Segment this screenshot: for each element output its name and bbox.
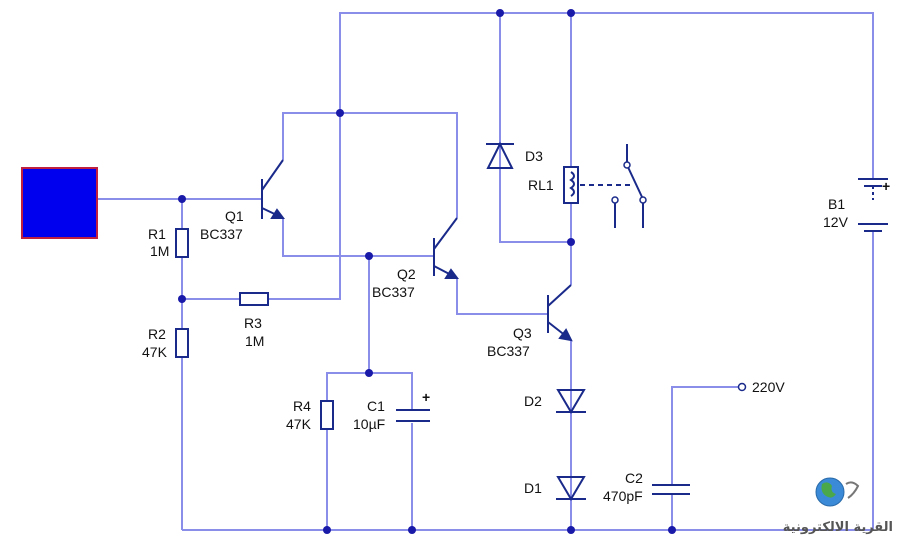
junction: [365, 369, 373, 377]
junction: [178, 295, 186, 303]
label-b1-name: B1: [828, 196, 845, 212]
battery-b1: [858, 178, 888, 232]
label-q1-part: BC337: [200, 226, 243, 242]
transistor-q1: [261, 159, 285, 219]
label-rl1-name: RL1: [528, 177, 554, 193]
input-sensor-block: [21, 167, 98, 239]
wire-q1-collector: [282, 112, 458, 218]
wire-q1-emitter: [282, 218, 434, 257]
junction: [668, 526, 676, 534]
label-q2-part: BC337: [372, 284, 415, 300]
label-r4-value: 47K: [286, 416, 312, 432]
label-c1-value: 10µF: [353, 416, 385, 432]
junction: [323, 526, 331, 534]
label-d2-name: D2: [524, 393, 542, 409]
resistor-r4: [320, 400, 334, 430]
label-r2-name: R2: [148, 326, 166, 342]
label-c2-name: C2: [625, 470, 643, 486]
wire-mains: [671, 386, 740, 484]
junction: [567, 238, 575, 246]
junction: [496, 9, 504, 17]
wire-r3-right: [268, 113, 341, 300]
label-q1-name: Q1: [225, 208, 244, 224]
diode-d3: [486, 141, 514, 169]
diode-d2: [556, 389, 586, 414]
label-c1-polarity: +: [422, 389, 430, 405]
watermark-logo: القرية الالكترونية: [783, 477, 893, 535]
label-q3-part: BC337: [487, 343, 530, 359]
resistor-r1: [175, 228, 189, 258]
junction: [567, 9, 575, 17]
label-b1-polarity: +: [882, 178, 890, 194]
diode-d1: [556, 476, 586, 501]
resistor-r3: [239, 292, 269, 306]
transistor-q2: [433, 217, 459, 279]
relay-rl1: [563, 144, 647, 228]
junction: [567, 526, 575, 534]
labels: Q1 BC337 R1 1M R2 47K R3 1M Q2 BC337 R4 …: [142, 148, 890, 504]
wire-q2-emitter: [456, 278, 548, 315]
capacitor-c2: [652, 484, 690, 495]
wires: [97, 12, 874, 531]
label-r3-value: 1M: [245, 333, 264, 349]
wire-top-rail: [339, 12, 874, 178]
label-c1-name: C1: [367, 398, 385, 414]
watermark-text: القرية الالكترونية: [783, 520, 893, 535]
label-c2-value: 470pF: [603, 488, 643, 504]
wire-d3: [499, 13, 571, 243]
resistor-r2: [175, 328, 189, 358]
junction: [336, 109, 344, 117]
label-q3-name: Q3: [513, 325, 532, 341]
junctions: [178, 9, 676, 534]
label-r3-name: R3: [244, 315, 262, 331]
label-r1-value: 1M: [150, 243, 169, 259]
junction: [365, 252, 373, 260]
mains-terminal: [737, 382, 747, 392]
label-r1-name: R1: [148, 226, 166, 242]
junction: [178, 195, 186, 203]
capacitor-c1: [396, 409, 430, 422]
label-mains: 220V: [752, 379, 785, 395]
label-q2-name: Q2: [397, 266, 416, 282]
label-r2-value: 47K: [142, 344, 168, 360]
label-d1-name: D1: [524, 480, 542, 496]
label-b1-value: 12V: [823, 214, 849, 230]
transistor-q3: [547, 284, 573, 342]
junction: [408, 526, 416, 534]
label-r4-name: R4: [293, 398, 311, 414]
label-d3-name: D3: [525, 148, 543, 164]
